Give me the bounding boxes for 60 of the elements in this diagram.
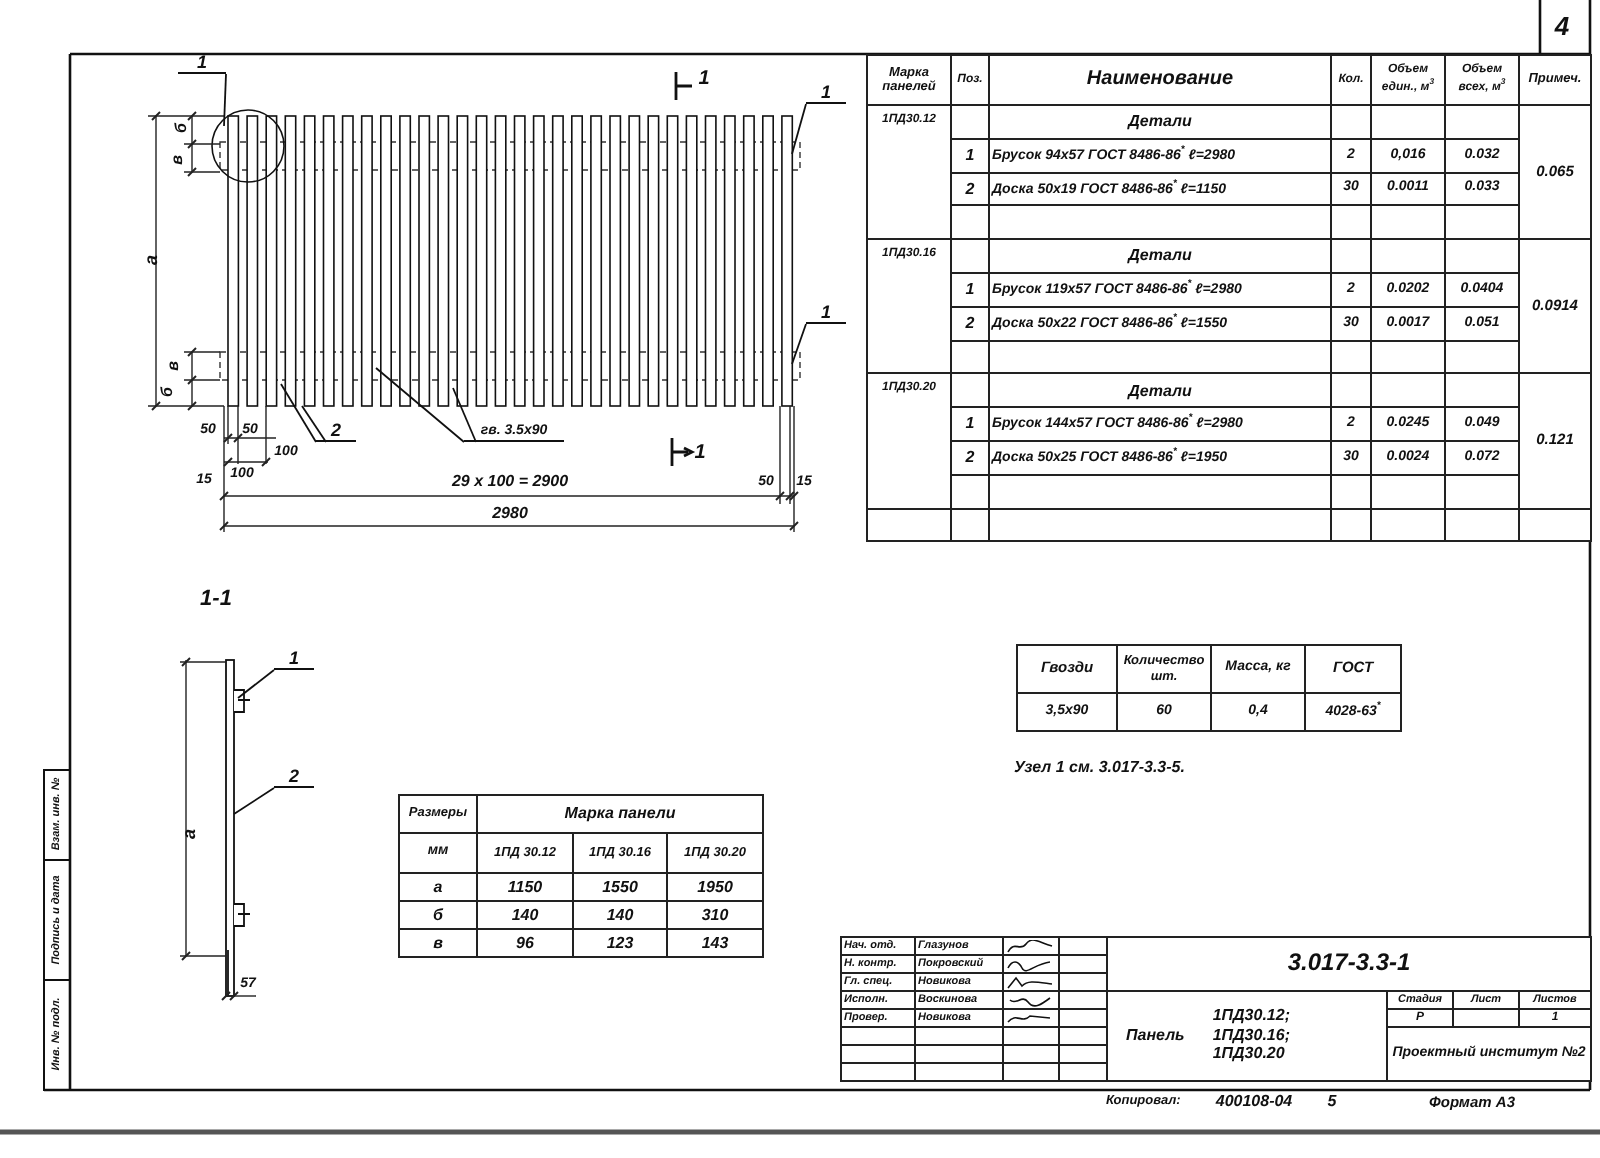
leader-line: [791, 103, 807, 155]
column-header: Наименование: [989, 55, 1331, 105]
dimension-symbol: а: [399, 873, 477, 901]
dimension-text: а: [143, 255, 161, 265]
section-title: 1-1: [200, 589, 232, 611]
section-heading: Детали: [989, 373, 1331, 408]
dimension-value: 123: [573, 929, 667, 957]
section-heading: Детали: [989, 105, 1331, 139]
dimension-text: 29 х 100 = 2900: [451, 474, 569, 490]
panel-mark: 1ПД30.20: [1212, 1046, 1287, 1065]
dimension-value: 143: [667, 929, 763, 957]
fence-panel-drawing: [219, 115, 801, 407]
dimension-text: б: [160, 387, 176, 397]
column-header: Марка панели: [477, 795, 763, 833]
note-text: Узел 1 см. 3.017-3.3-5.: [1014, 760, 1185, 776]
leader-line: [280, 383, 317, 443]
detail-circle: [211, 109, 285, 183]
dimension-text: в: [170, 155, 186, 165]
dimension-value: 1550: [573, 873, 667, 901]
leader-line: [237, 669, 275, 699]
callout-label: 2: [274, 768, 314, 788]
dimension-text: а: [181, 829, 199, 839]
leader-line: [233, 787, 275, 815]
page-number: 4: [1554, 13, 1570, 39]
drawing-title: Панель: [1126, 1027, 1185, 1045]
callout-label: 2: [316, 420, 356, 442]
section-heading: Детали: [989, 239, 1331, 273]
dimension-value: 1950: [667, 873, 763, 901]
dimension-value: 310: [667, 901, 763, 929]
leader-line: [452, 387, 477, 443]
document-number: 3.017-3.3-1: [1107, 937, 1592, 991]
section-label: 1: [698, 70, 710, 90]
callout-label: 1: [806, 84, 846, 104]
dimension-value: 1150: [477, 873, 573, 901]
section-label: 1: [694, 444, 706, 464]
panel-mark: 1ПД30.12;: [1212, 1007, 1290, 1026]
position-number: 1: [951, 272, 989, 307]
sheet-number: 5: [1327, 1094, 1337, 1110]
callout-label: 1: [806, 304, 846, 324]
copy-number: 400108-04: [1215, 1094, 1293, 1110]
dimension-value: 96: [477, 929, 573, 957]
position-number: 1: [951, 407, 989, 441]
leader-line: [375, 367, 465, 443]
callout-label: 1: [178, 54, 226, 74]
position-number: 2: [951, 306, 989, 341]
dimension-text: в: [166, 361, 182, 371]
dimension-symbol: в: [399, 929, 477, 957]
position-number: 2: [951, 440, 989, 475]
dimension-symbol: б: [399, 901, 477, 929]
callout-label: 1: [274, 650, 314, 670]
leader-line: [223, 73, 227, 127]
panel-mark: 1ПД30.16;: [1212, 1027, 1290, 1045]
leader-line: [301, 405, 327, 443]
dimension-text: 2980: [492, 506, 528, 522]
position-number: 1: [951, 138, 989, 173]
dimension-value: 140: [477, 901, 573, 929]
position-number: 2: [951, 172, 989, 206]
dimension-value: 140: [573, 901, 667, 929]
dimension-text: б: [174, 123, 190, 133]
leader-line: [791, 323, 807, 365]
